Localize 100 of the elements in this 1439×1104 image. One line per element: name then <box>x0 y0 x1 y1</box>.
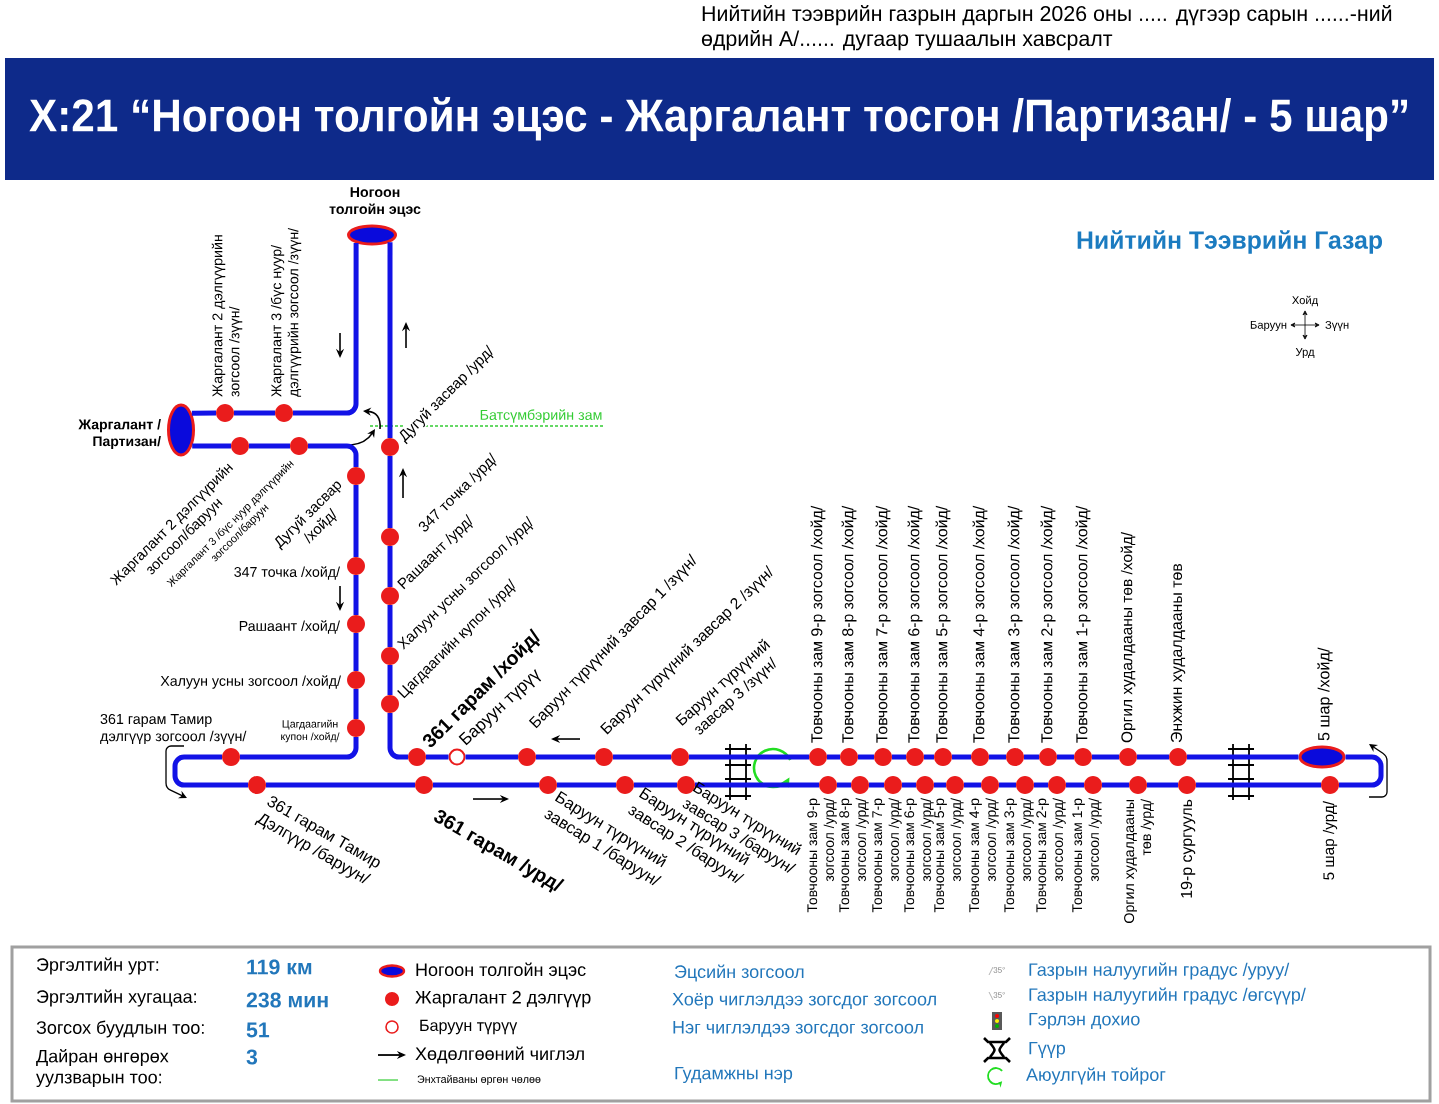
route-line <box>1147 782 1178 788</box>
route-line <box>924 754 934 760</box>
stop-name: Товчооны зам 5-р зогсоол /хойд/ <box>935 505 951 743</box>
stop-dot <box>381 647 399 665</box>
legend-text: Хөдөлгөөний чиглэл <box>415 1046 584 1064</box>
stop-name: Товчооны зам 6-р зогсоол /хойд/ <box>907 505 923 743</box>
stop-dot <box>381 695 399 713</box>
stop-dot <box>408 748 426 766</box>
legend-text: Хоёр чиглэлдээ зогсдог зогсоол <box>672 992 936 1010</box>
stop-name: 361 гарам Тамир дэлгүүр зогсоол /зүүн/ <box>100 713 247 745</box>
legend-text: Жаргалант 2 дэлгүүр <box>415 990 591 1008</box>
route-line <box>234 410 275 416</box>
route-line <box>1092 754 1119 760</box>
stop-name: Жаргалант 3 /бүс нуур/ дэлгүүрийн зогсоол /зүүн/ <box>270 227 302 397</box>
route-line <box>1034 782 1048 788</box>
stop-dot <box>1129 776 1147 794</box>
route-line <box>293 243 359 416</box>
stop-dot <box>840 748 858 766</box>
route-line <box>934 782 946 788</box>
stop-dot <box>1178 776 1196 794</box>
route-line <box>952 754 971 760</box>
stop-dot <box>946 776 964 794</box>
route-line <box>353 689 359 719</box>
compass-label: Зүүн <box>1325 320 1349 332</box>
route-line <box>695 782 819 788</box>
route-line <box>465 754 518 760</box>
legend-text: Нэг чиглэлдээ зогсдог зогсоол <box>673 1021 923 1037</box>
route-line <box>1339 754 1384 788</box>
route-line <box>827 754 840 760</box>
stop-dot <box>971 748 989 766</box>
stop-dot <box>231 437 249 455</box>
compass-label: Баруун <box>1250 321 1287 331</box>
route-line <box>1066 782 1084 788</box>
legend-text: Баруун түрүү <box>420 1019 518 1035</box>
route-line <box>869 782 884 788</box>
route-line <box>387 456 393 528</box>
stop-dot <box>1084 776 1102 794</box>
stop-name: Оргил худалдааны төв /урд/ <box>1124 799 1154 923</box>
stop-dot <box>381 438 399 456</box>
route-line <box>892 754 906 760</box>
route-line <box>689 754 809 760</box>
stop-dot <box>539 776 557 794</box>
stop-name: Товчооны зам 9-р зогсоол /урд/ <box>807 798 837 913</box>
route-line <box>536 754 595 760</box>
route-line <box>902 782 916 788</box>
route-line <box>387 665 393 695</box>
stop-dot <box>671 748 689 766</box>
route-line <box>1187 754 1299 760</box>
legend-text: Эцсийн зогсоол <box>674 964 804 982</box>
terminal-oval <box>1298 745 1346 769</box>
legend-text: Аюулгүйн тойрог <box>1026 1067 1166 1085</box>
route-line <box>433 782 539 788</box>
stop-dot <box>1006 748 1024 766</box>
stop-dot <box>347 467 365 485</box>
stop-dot <box>347 719 365 737</box>
route-line <box>266 782 415 788</box>
stop-dot <box>595 748 613 766</box>
stop-name: 19-р сургууль <box>1180 799 1196 898</box>
stat-value: 3 <box>246 1049 258 1065</box>
stop-dot <box>874 748 892 766</box>
stop-dot <box>916 776 934 794</box>
stop-dot <box>809 748 827 766</box>
stop-name: Халуун усны зогсоол /хойд/ <box>160 675 341 689</box>
route-line <box>613 754 671 760</box>
stop-name: Товчооны зам 2-р зогсоол /хойд/ <box>1040 505 1056 743</box>
stop-dot <box>381 528 399 546</box>
stop-dot <box>275 404 293 422</box>
stop-dot <box>934 748 952 766</box>
legend-text: Энхтайваны өргөн чөлөө <box>417 1074 541 1086</box>
stat-label: Эргэлтийн урт: <box>36 957 159 975</box>
route-line <box>353 575 359 615</box>
title-banner: Х:21 “Ногоон толгойн эцэс - Жаргалант тосгон /Партизан/ - 5 шар” <box>5 58 1434 180</box>
route-line <box>387 713 408 760</box>
route-line <box>1102 782 1129 788</box>
stop-dot <box>248 776 266 794</box>
legend-text: Гүүр <box>1029 1041 1065 1059</box>
stop-dot <box>819 776 837 794</box>
stop-name: Рашаант /хойд/ <box>239 620 340 634</box>
route-line <box>353 485 359 557</box>
stat-value: 51 <box>246 1022 270 1038</box>
terminal-name: Ногоон толгойн эцэс <box>329 187 421 217</box>
stop-dot <box>851 776 869 794</box>
stop-name: Товчооны зам 7-р зогсоол /хойд/ <box>875 505 891 743</box>
route-line <box>426 754 449 760</box>
legend-text: Гудамжны нэр <box>675 1066 793 1084</box>
legend-text: Гэрлэн дохио <box>1029 1012 1140 1030</box>
route-line <box>387 546 393 587</box>
stop-name: 5 шар /урд/ <box>1322 801 1338 880</box>
route-line <box>308 443 359 467</box>
stop-name: Товчооны зам 3-р зогсоол /хойд/ <box>1007 505 1023 743</box>
stop-dot <box>347 671 365 689</box>
stat-value: 119 км <box>247 959 312 975</box>
stop-name: 347 точка /хойд/ <box>234 566 340 580</box>
terminal-name: 5 шар /хойд/ <box>1317 647 1333 741</box>
stop-dot <box>1016 776 1034 794</box>
stop-dot <box>216 404 234 422</box>
terminal-oval <box>167 403 195 457</box>
route-line <box>837 782 851 788</box>
stop-dot <box>290 437 308 455</box>
compass-label: Хойд <box>1292 295 1318 307</box>
